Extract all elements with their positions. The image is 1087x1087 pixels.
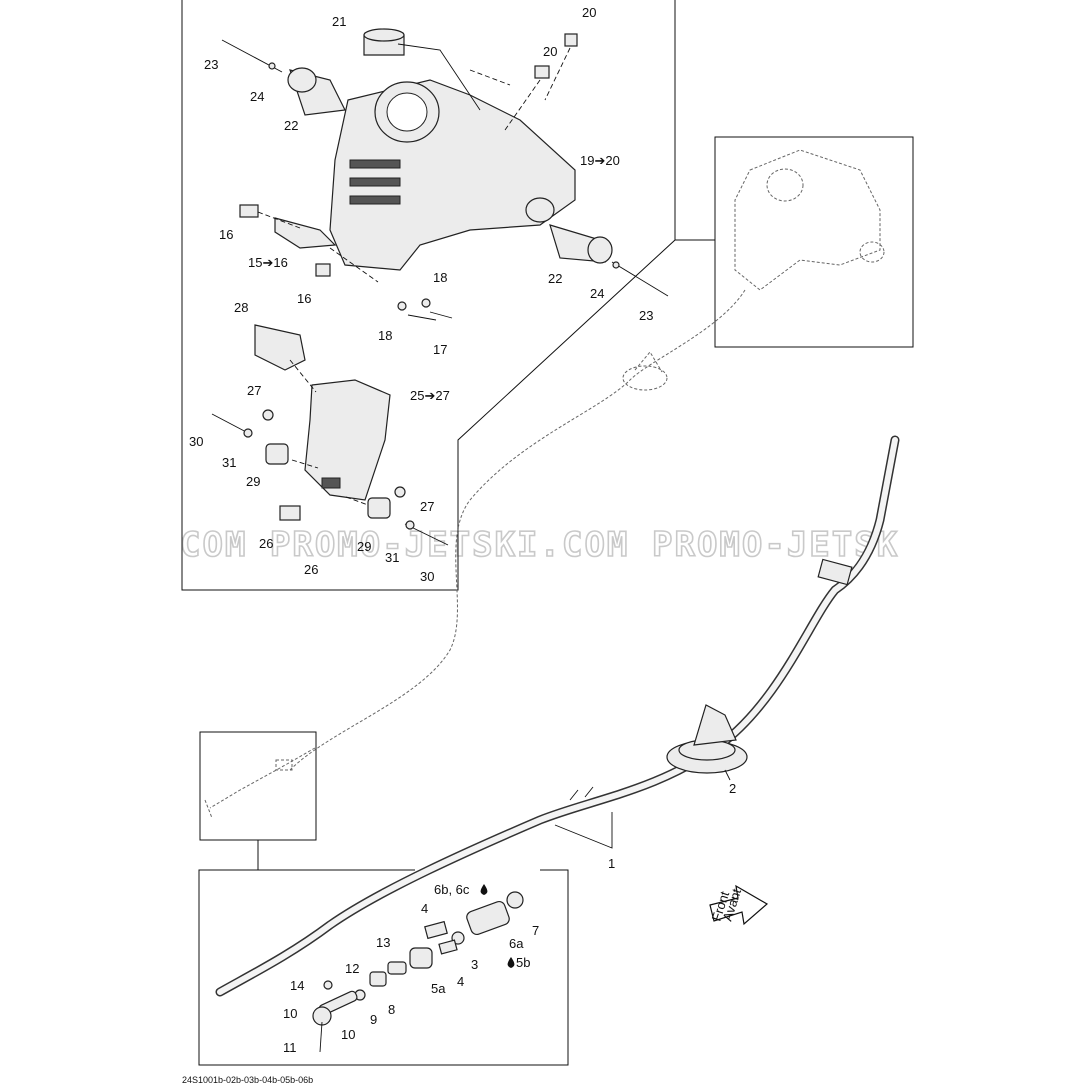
callout-11: 11 bbox=[283, 1040, 297, 1055]
callout-19-20: 19➔20 bbox=[580, 153, 620, 168]
bracket-15-16 bbox=[239, 204, 337, 277]
washer-24-upper bbox=[268, 62, 276, 70]
leader-2 bbox=[724, 769, 731, 781]
callout-6b-6c: 6b, 6c bbox=[434, 882, 470, 897]
drawing-code: 24S1001b-02b-03b-04b-05b-06b bbox=[182, 1075, 313, 1085]
washer-31-left bbox=[243, 428, 253, 438]
boot-ghost bbox=[622, 351, 668, 391]
callout-labels: 21 20 20 23 24 22 19➔20 16 15➔16 16 22 2… bbox=[189, 5, 736, 1055]
callout-30-left: 30 bbox=[189, 434, 203, 449]
callout-8: 8 bbox=[388, 1002, 395, 1017]
bushing-29-right bbox=[367, 497, 391, 519]
bearing-ring-21 bbox=[363, 28, 405, 56]
callout-23-upper: 23 bbox=[204, 57, 218, 72]
callout-27-lower: 27 bbox=[420, 499, 434, 514]
callout-31-left: 31 bbox=[222, 455, 236, 470]
steering-cable-1 bbox=[215, 435, 900, 997]
washer-31-right bbox=[405, 520, 415, 530]
screws-17-18 bbox=[397, 298, 453, 321]
clip-20-top bbox=[534, 33, 578, 79]
clip-26 bbox=[279, 505, 301, 521]
callout-18-b: 18 bbox=[378, 328, 392, 343]
cable-end-hardware bbox=[312, 891, 524, 1053]
bushing-29-left bbox=[265, 443, 289, 465]
inset-steering-housing-frame bbox=[714, 136, 914, 348]
callout-31-right: 31 bbox=[385, 550, 399, 565]
nut-27-lower bbox=[394, 486, 406, 498]
bolt-30-left bbox=[211, 413, 251, 435]
callout-10-a: 10 bbox=[283, 1006, 297, 1021]
callout-9: 9 bbox=[370, 1012, 377, 1027]
lower-detail-frame bbox=[198, 869, 569, 1066]
callout-15-16: 15➔16 bbox=[248, 255, 288, 270]
callout-23-lower: 23 bbox=[639, 308, 653, 323]
callout-2: 2 bbox=[729, 781, 736, 796]
washer-24-lower bbox=[612, 261, 620, 269]
callout-22-lower: 22 bbox=[548, 271, 562, 286]
callout-4-b: 4 bbox=[457, 974, 464, 989]
watermark-right: PROMO-JETSK bbox=[652, 525, 899, 565]
callout-22-upper: 22 bbox=[284, 118, 298, 133]
upper-detail-frame bbox=[181, 0, 676, 591]
watermark-left: COM PROMO-JETSKI.COM bbox=[180, 525, 629, 565]
bushing-22-upper bbox=[287, 67, 346, 116]
callout-26-b: 26 bbox=[304, 562, 318, 577]
callout-16-b: 16 bbox=[297, 291, 311, 306]
callout-10-b: 10 bbox=[341, 1027, 355, 1042]
inset-cable-end-frame bbox=[199, 731, 317, 841]
callout-20-mid: 20 bbox=[543, 44, 557, 59]
callout-5b: 5b bbox=[516, 955, 530, 970]
callout-26-a: 26 bbox=[259, 536, 273, 551]
callout-27-upper: 27 bbox=[247, 383, 261, 398]
nut-27-upper bbox=[262, 409, 274, 421]
callout-5a: 5a bbox=[431, 981, 446, 996]
boot-2 bbox=[666, 704, 748, 774]
callout-24-lower: 24 bbox=[590, 286, 604, 301]
drop-icon-5b bbox=[507, 957, 515, 968]
callout-30-right: 30 bbox=[420, 569, 434, 584]
leader-21 bbox=[397, 43, 481, 111]
inset-steering-housing bbox=[734, 149, 885, 291]
callout-29-right: 29 bbox=[357, 539, 371, 554]
dashed-guides-top bbox=[469, 47, 571, 131]
callout-17: 17 bbox=[433, 342, 447, 357]
dashed-guides-bracket bbox=[257, 211, 379, 283]
drop-icon-6c bbox=[480, 884, 488, 895]
callout-20-top: 20 bbox=[582, 5, 596, 20]
steering-bracket-25-27 bbox=[304, 379, 391, 501]
callout-13: 13 bbox=[376, 935, 390, 950]
front-direction-arrow: Front Avant bbox=[709, 884, 769, 926]
callout-21: 21 bbox=[332, 14, 346, 29]
bolt-23-lower bbox=[611, 261, 669, 297]
callout-1: 1 bbox=[608, 856, 615, 871]
steering-housing-part bbox=[329, 79, 576, 271]
cover-28 bbox=[254, 324, 306, 371]
bushing-22-lower bbox=[549, 224, 613, 264]
dashed-guides-bracket-lower bbox=[289, 359, 369, 506]
cable-routing-ghost bbox=[289, 289, 746, 771]
callout-24-upper: 24 bbox=[250, 89, 264, 104]
callout-29-left: 29 bbox=[246, 474, 260, 489]
leader-1 bbox=[554, 812, 613, 849]
callout-4-a: 4 bbox=[421, 901, 428, 916]
callout-28: 28 bbox=[234, 300, 248, 315]
callout-6a: 6a bbox=[509, 936, 524, 951]
callout-16-a: 16 bbox=[219, 227, 233, 242]
callout-25-27: 25➔27 bbox=[410, 388, 450, 403]
callout-7: 7 bbox=[532, 923, 539, 938]
callout-18-a: 18 bbox=[433, 270, 447, 285]
callout-14: 14 bbox=[290, 978, 304, 993]
inset-cable-end bbox=[204, 747, 316, 819]
callout-12: 12 bbox=[345, 961, 359, 976]
callout-3: 3 bbox=[471, 957, 478, 972]
